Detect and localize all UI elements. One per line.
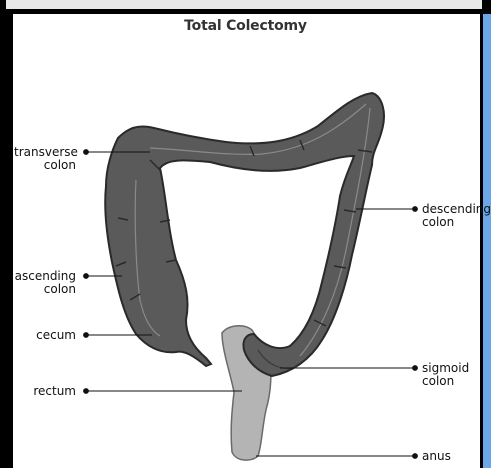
label-transverse-line2: colon	[14, 159, 76, 172]
label-descending-line2: colon	[422, 216, 491, 229]
label-ascending-line2: colon	[14, 283, 76, 296]
label-transverse-colon: transverse colon	[14, 146, 76, 172]
leader-dot-rectum	[84, 389, 89, 394]
label-anus: anus	[422, 450, 451, 463]
leader-dot-anus	[413, 454, 418, 459]
label-sigmoid-colon: sigmoid colon	[422, 362, 469, 388]
label-ascending-colon: ascending colon	[14, 270, 76, 296]
leader-dot-cecum	[84, 333, 89, 338]
leader-dot-ascending	[84, 274, 89, 279]
leader-dot-sigmoid	[413, 366, 418, 371]
leader-dot-transverse	[84, 150, 89, 155]
leader-dot-descending	[413, 207, 418, 212]
label-sigmoid-line2: colon	[422, 375, 469, 388]
label-rectum: rectum	[14, 385, 76, 398]
label-cecum: cecum	[14, 329, 76, 342]
label-descending-colon: descending colon	[422, 203, 491, 229]
